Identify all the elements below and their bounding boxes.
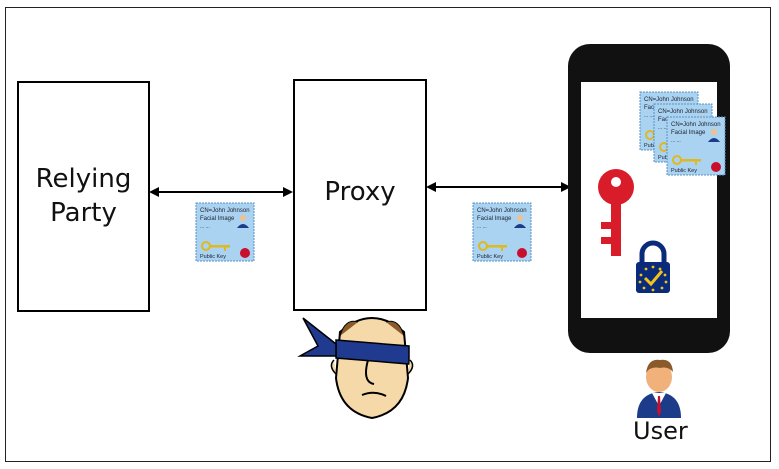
certificate-icon xyxy=(472,202,532,262)
red-key-icon xyxy=(598,169,634,256)
padlock-check-icon xyxy=(636,240,670,293)
proxy-box: Proxy xyxy=(293,79,427,311)
certificate-icon xyxy=(666,116,726,176)
blindfolded-man-icon xyxy=(297,317,414,420)
certificate-icon xyxy=(195,202,255,262)
relying-party-label: Relying Party xyxy=(35,163,132,228)
user-label: User xyxy=(633,417,688,445)
diagram-frame xyxy=(5,7,771,462)
proxy-label: Proxy xyxy=(324,177,396,207)
user-avatar-icon xyxy=(637,359,681,418)
relying-party-box: Relying Party xyxy=(17,81,150,312)
smartphone-icon xyxy=(568,44,730,353)
